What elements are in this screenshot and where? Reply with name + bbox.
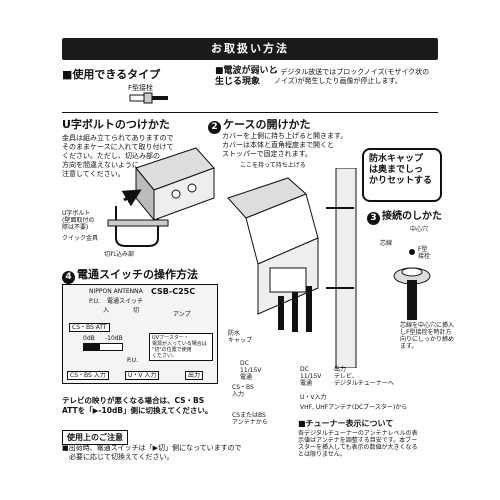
csbs-in-cable-label: CS・BS 入力 [232, 384, 254, 398]
page-title: お取扱い方法 [62, 38, 438, 60]
csbs-input-label: CS・BS 入力 [67, 371, 109, 380]
brand-label: NIPPON ANTENNA [89, 288, 143, 295]
case-open-text: カバーを上側に持ち上げると開きます。 カバーは本体と直角程度まで開くと ストッパ… [222, 132, 348, 158]
switch-off-label: 切 [133, 307, 140, 314]
att-switch-knob[interactable] [84, 344, 100, 350]
switch-on-label: 入 [103, 307, 110, 314]
tuner-heading: ■チューナー表示について [298, 419, 394, 428]
switch-label: 電通スイッチ [107, 298, 144, 305]
att-footer-note: テレビの映りが悪くなる場合は、CS・BS ATTを「▶-10dB」側に切換えてく… [62, 396, 213, 415]
u-bolt-label: U字ボルト (壁面取付の 際は不要) [62, 210, 95, 231]
waterproof-cap-label: 防水 キャップ [228, 330, 253, 344]
connector-illustration [393, 249, 431, 320]
uv-in-cable-label: U・V入力 [300, 394, 327, 401]
amp-label: アンプ [173, 311, 191, 318]
pu2-label: P.U. [127, 357, 138, 364]
booster-case-illustration [227, 168, 357, 368]
weak-signal-text: • デジタル放送ではブロックノイズ(モザイク状の ノイズ)が発生したり画像が停止… [274, 68, 430, 85]
power-switch-heading-text: 電通スイッチの操作方法 [77, 268, 198, 281]
waterproof-callout-text: 防水キャップ は奥までしっ かりセットする [369, 154, 433, 186]
caution-title: 使用上のご注意 [62, 430, 128, 445]
output-label: 出力 [185, 371, 204, 380]
connect-heading-text: 接続のしかた [382, 211, 442, 222]
dc-right-label: DC 11/15V 電通 [300, 366, 322, 387]
center-hole-label: 中心穴 [410, 226, 429, 233]
weak-signal-heading: ■電波が弱いと 生じる現象 [215, 66, 278, 87]
switch-panel: NIPPON ANTENNA CSB-C25C P.U. 電通スイッチ 入 切 … [62, 284, 218, 384]
booster-note: UVブースター・ 電源が入っている場合は "切"の位置で使用 ください。 [149, 333, 213, 361]
core-label: 芯線 [380, 240, 393, 247]
u-bolt-text: 金具は組み立てられてありますので そのままケースに入れて取り付けて ください。た… [62, 134, 174, 178]
step-number-badge: 3 [367, 212, 380, 225]
case-open-heading-text: ケースの開けかた [223, 118, 311, 131]
tuner-text: 各デジタルチューナーのアンテナレベルの表 示値はアンテナを調整する目安です。本ブ… [298, 430, 418, 458]
step-number-badge: 4 [62, 271, 75, 284]
att-label: CS・BS ATT [69, 323, 110, 332]
step-number-badge: 2 [208, 121, 221, 134]
pu-label: P.U. [89, 298, 100, 305]
lift-label: ここを持って持ち上げる [240, 162, 306, 169]
connect-note: 芯線を中心穴に挿入 しF型接栓を時計方 向りにしっかり締め ます。 [400, 322, 455, 350]
db10-label: -10dB [105, 335, 123, 342]
usable-type-heading: ■使用できるタイプ [62, 68, 161, 81]
f-plug-icon [129, 92, 168, 104]
output-cable-label: 出力 テレビ、 デジタルチューナーへ [334, 366, 394, 387]
caution-text: ■出荷時、電通スイッチは「▶切」側になっていますので 必要に応じて切換えてくださ… [62, 444, 242, 461]
f-plug-connect-label: F型 接栓 [418, 246, 431, 260]
model-label: CSB-C25C [151, 287, 196, 296]
divider [62, 112, 438, 113]
quick-clip-label: クイック金具 [62, 235, 99, 242]
att-switch[interactable] [83, 343, 123, 351]
vhf-uhf-label: VHF, UHFアンテナ(DCブースター)から [300, 404, 408, 411]
waterproof-callout: 防水キャップ は奥までしっ かりセットする [362, 148, 442, 202]
f-plug-label: F型接栓 [128, 84, 154, 92]
notch-label: 切れ込み部 [104, 251, 135, 258]
cs-bs-antenna-label: CSまたはBS アンテナから [232, 412, 268, 426]
db0-label: 0dB [83, 335, 95, 342]
uv-input-label: U・V 入力 [125, 371, 160, 380]
u-bolt-illustration [107, 147, 215, 247]
u-bolt-heading: U字ボルトのつけかた [62, 118, 170, 131]
dc-left-label: DC 11/15V 電通 [240, 360, 262, 381]
